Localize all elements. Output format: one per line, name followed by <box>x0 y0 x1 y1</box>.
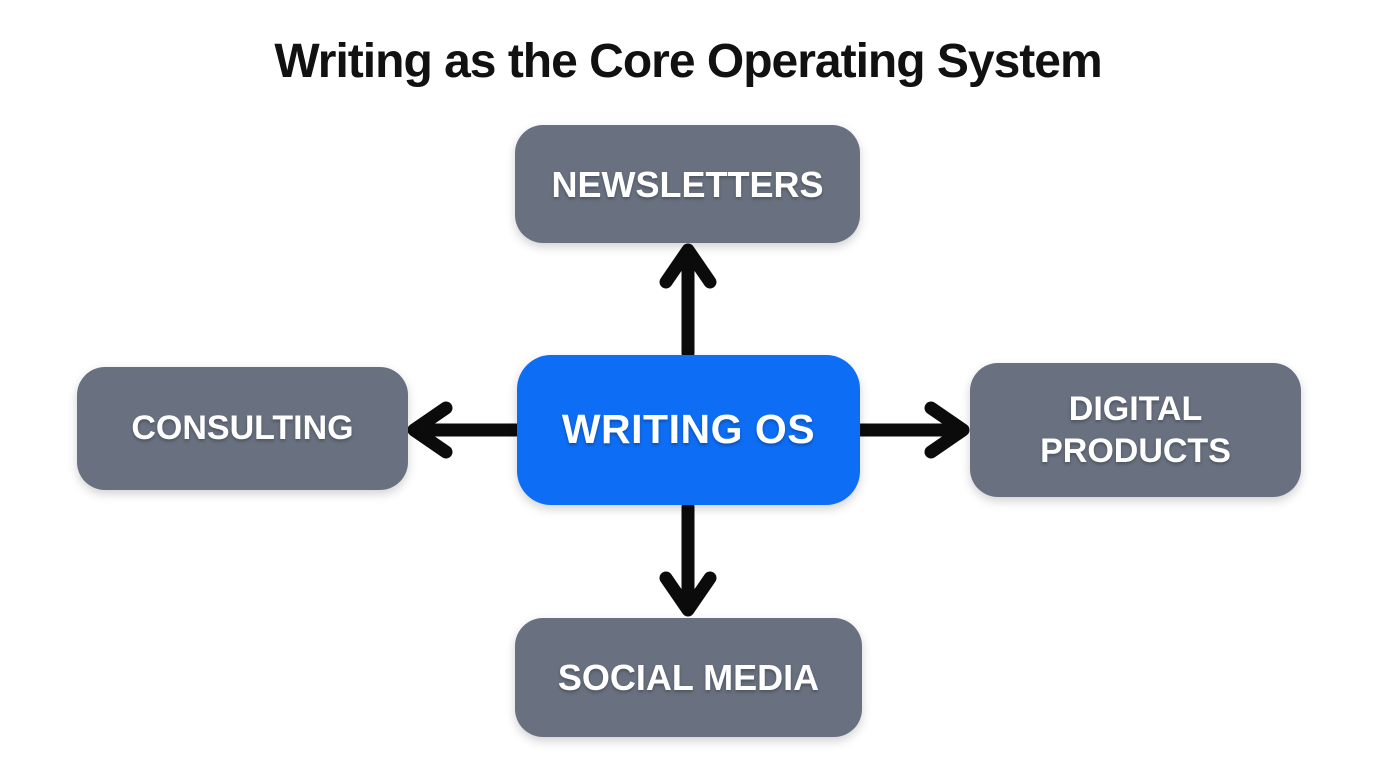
diagram-title: Writing as the Core Operating System <box>274 35 1102 88</box>
node-social-media: SOCIAL MEDIA <box>515 618 862 737</box>
node-newsletters: NEWSLETTERS <box>515 125 860 243</box>
node-consulting: CONSULTING <box>77 367 408 490</box>
arrow-left-icon <box>407 401 523 459</box>
arrow-up-icon <box>659 243 717 360</box>
node-digital-products: DIGITAL PRODUCTS <box>970 363 1301 497</box>
node-writing-os: WRITING OS <box>517 355 860 505</box>
arrow-right-icon <box>854 401 970 459</box>
arrow-down-icon <box>659 500 717 617</box>
